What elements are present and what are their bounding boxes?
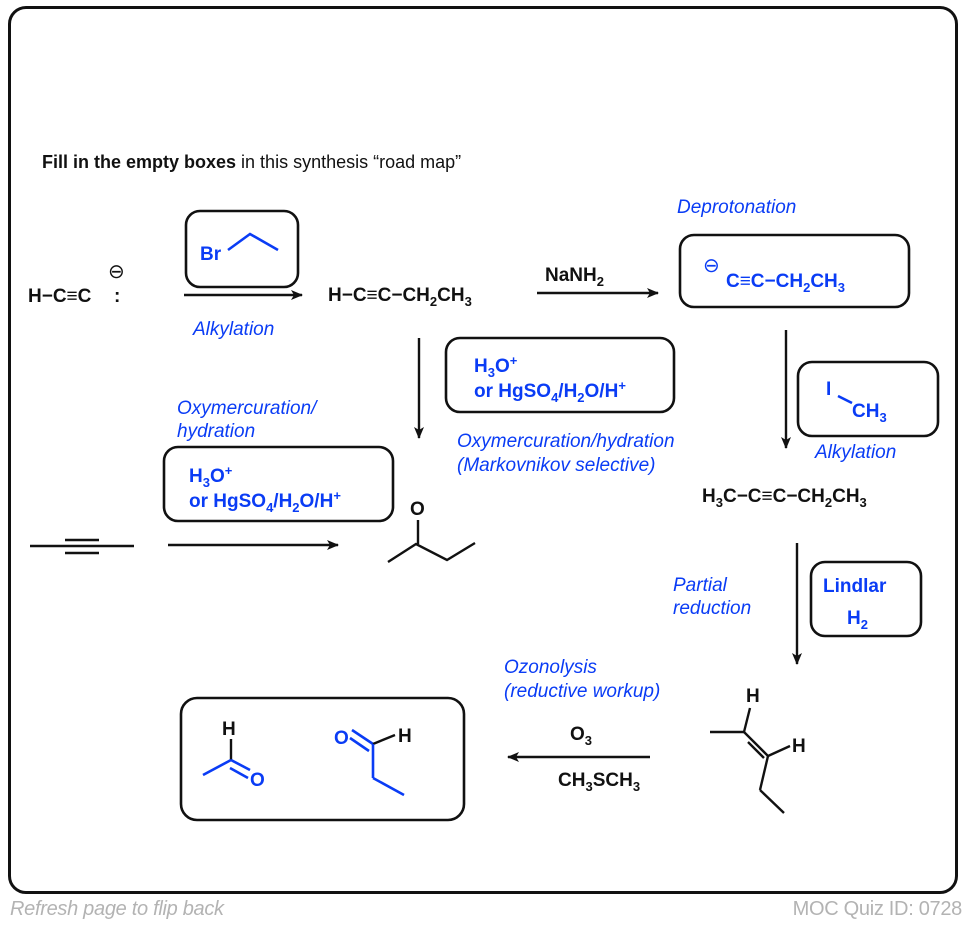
answer-box-step2[interactable]: ⊖ C≡C−CH2CH3	[678, 233, 911, 309]
reagent-hgso4: or HgSO4/H2O/H+	[189, 488, 341, 515]
vinyl-h-1: H	[746, 686, 760, 707]
reagent-methyl: CH3	[852, 401, 887, 425]
answer-box-frame	[678, 233, 911, 309]
quiz-id: MOC Quiz ID: 0728	[792, 898, 963, 920]
answer-box-step3[interactable]: I CH3	[796, 360, 940, 438]
reagent-h3o: H3O+	[474, 353, 518, 380]
intermediate-1-butyne: H−C≡C−CH2CH3	[328, 285, 472, 309]
acetylide-product: C≡C−CH2CH3	[726, 271, 845, 295]
answer-box-frame	[796, 360, 940, 438]
label-reduction: reduction	[673, 598, 751, 619]
instruction-bold: Fill in the empty boxes	[42, 152, 236, 172]
label-oxymercuration-vertical-1: Oxymercuration/hydration	[457, 431, 675, 452]
label-reductive-workup: (reductive workup)	[504, 681, 660, 702]
reagent-nanh2: NaNH2	[545, 265, 604, 289]
acetaldehyde-structure: H O	[202, 719, 265, 791]
reagent-h2: H2	[847, 608, 868, 632]
answer-box-step1[interactable]: Br	[184, 209, 300, 289]
cis-2-pentene-structure: H H	[710, 686, 806, 814]
aldehyde-o: O	[334, 728, 349, 749]
reagent-lindlar: Lindlar	[823, 576, 887, 597]
acetylide-formula: H−C≡C	[28, 286, 92, 307]
propanal-structure: O H	[334, 726, 412, 797]
reagent-o3: O3	[570, 724, 592, 748]
carbonyl-oxygen: O	[410, 499, 425, 520]
quiz-card[interactable]	[8, 6, 958, 894]
2-butanone-structure: O	[387, 499, 476, 564]
aldehyde-o: O	[250, 770, 265, 791]
reagent-box-hydration-horizontal: H3O+ or HgSO4/H2O/H+	[162, 445, 395, 523]
answer-box-step5[interactable]: H O O H	[179, 696, 466, 822]
vinyl-h-2: H	[792, 736, 806, 757]
reagent-h3o: H3O+	[189, 463, 233, 490]
aldehyde-h: H	[222, 719, 236, 740]
label-deprotonation: Deprotonation	[677, 197, 796, 218]
reagent-box-frame	[162, 445, 395, 523]
reagent-box-hydration-vertical: H3O+ or HgSO4/H2O/H+	[444, 336, 676, 414]
answer-box-frame	[184, 209, 300, 289]
answer-box-frame	[179, 696, 466, 822]
ethyl-chain-bonds	[227, 232, 279, 252]
label-alkylation-1: Alkylation	[192, 319, 274, 340]
answer-box-step4[interactable]: Lindlar H2	[809, 560, 923, 638]
label-oxymercuration-horizontal-1: Oxymercuration/	[177, 398, 318, 419]
reagent-iodine: I	[826, 379, 831, 400]
label-oxymercuration-vertical-2: (Markovnikov selective)	[457, 455, 656, 476]
label-oxymercuration-horizontal-2: hydration	[177, 421, 255, 442]
answer-box-frame	[809, 560, 923, 638]
reagent-box-frame	[444, 336, 676, 414]
label-alkylation-2: Alkylation	[814, 442, 896, 463]
label-partial: Partial	[673, 575, 728, 596]
label-ozonolysis: Ozonolysis	[504, 657, 597, 678]
acetylide-anion: H−C≡C : ⊖	[28, 261, 125, 307]
reagent-bromine: Br	[200, 244, 222, 265]
negative-charge-icon: ⊖	[703, 255, 720, 277]
2-butyne-structure	[30, 538, 134, 555]
c-i-bond	[837, 394, 853, 405]
instruction-rest: in this synthesis “road map”	[236, 152, 461, 172]
reagent-dms: CH3SCH3	[558, 770, 640, 794]
intermediate-2-pentyne: H3C−C≡C−CH2CH3	[702, 486, 867, 510]
lone-pair: :	[114, 286, 120, 307]
reagent-hgso4: or HgSO4/H2O/H+	[474, 378, 626, 405]
negative-charge-icon: ⊖	[108, 261, 125, 283]
aldehyde-h: H	[398, 726, 412, 747]
instruction-text: Fill in the empty boxes in this synthesi…	[42, 152, 461, 172]
refresh-hint: Refresh page to flip back	[10, 898, 224, 920]
